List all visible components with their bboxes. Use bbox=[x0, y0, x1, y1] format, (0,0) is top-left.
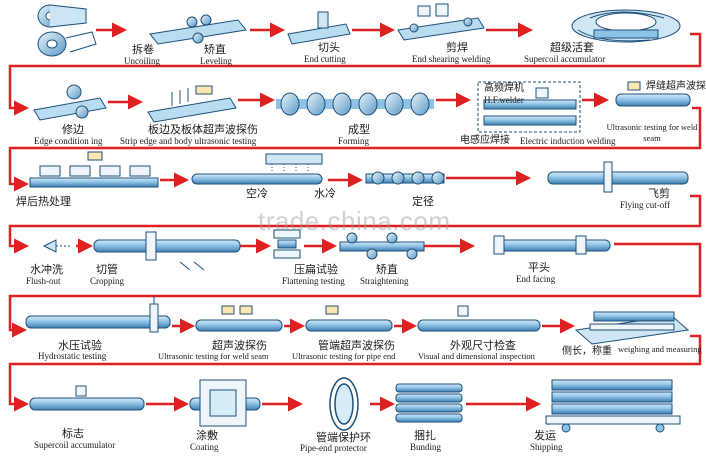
label-ut-weld-cn: 超声波探伤 bbox=[212, 339, 267, 352]
label-end-facing-en: End facing bbox=[516, 274, 556, 284]
accumulator-illustration bbox=[571, 9, 681, 43]
label-air-cooling-cn: 空冷 bbox=[246, 187, 268, 200]
ut-weld-illustration bbox=[195, 305, 283, 332]
weld-ut-illustration bbox=[615, 81, 691, 107]
label-pipe-end-protector-en: Pipe-end protector bbox=[300, 443, 367, 453]
coating-illustration bbox=[189, 379, 261, 427]
label-uncoiling-en: Uncoiling bbox=[124, 56, 160, 66]
cropping-illustration bbox=[93, 231, 241, 271]
label-cropping-en: Cropping bbox=[90, 276, 125, 286]
label-heat-treatment-cn: 焊后热处理 bbox=[16, 195, 71, 208]
watermark: trade.china.com bbox=[258, 206, 451, 236]
heat-treatment-illustration bbox=[29, 151, 159, 188]
label-shipping-en: Shipping bbox=[530, 442, 563, 452]
label-forming-cn: 成型 bbox=[348, 123, 370, 136]
label-uncoiling-cn: 拆卷 bbox=[132, 43, 154, 56]
label-flattening-cn: 压扁试验 bbox=[294, 263, 338, 276]
label-end-cutting-cn: 切头 bbox=[318, 41, 340, 54]
label-pipe-end-protector-cn: 管端保护环 bbox=[316, 431, 371, 444]
label-weld-ut-en: Ultrasonic testing for weld seam bbox=[606, 122, 698, 143]
label-accumulator-cn: 超级活套 bbox=[550, 41, 594, 54]
label-shear-welding-en: End shearing welding bbox=[412, 54, 491, 64]
flow-arrow bbox=[8, 106, 702, 192]
strip-ut-illustration bbox=[147, 85, 237, 123]
label-forming-en: Forming bbox=[338, 136, 370, 146]
label-coating-en: Coating bbox=[190, 442, 219, 452]
label-marking-en: Supercoil accumulator bbox=[34, 440, 116, 450]
label-visual-inspection-en: Visual and dimensional inspection bbox=[418, 351, 535, 361]
flattening-illustration bbox=[273, 229, 301, 259]
flow-arrow bbox=[8, 334, 702, 412]
label-end-facing-cn: 平头 bbox=[528, 261, 550, 274]
end-facing-illustration bbox=[493, 235, 611, 255]
sizing-illustration bbox=[365, 171, 445, 185]
edge-trim-illustration bbox=[33, 84, 107, 121]
uncoiling-illustration bbox=[37, 4, 97, 57]
label-flattening-en: Flattening testing bbox=[282, 276, 345, 286]
label-induction-en: Electric induction welding bbox=[520, 136, 616, 146]
label-ut-weld-en: Ultrasonic testing for weld seam bbox=[158, 351, 269, 361]
label-strip-ut-en: Strip edge and body ultrasonic testing bbox=[120, 136, 257, 146]
marking-illustration bbox=[29, 385, 145, 411]
label-flush-out-en: Flush-out bbox=[26, 276, 61, 286]
label-straightening-cn: 矫直 bbox=[376, 263, 398, 276]
label-flying-cutoff-en: Flying cut-off bbox=[620, 200, 671, 210]
label-edge-trim-en: Edge condition ing bbox=[34, 136, 103, 146]
flow-arrow bbox=[8, 242, 702, 338]
forming-illustration bbox=[276, 92, 434, 116]
label-bunding-en: Bunding bbox=[410, 442, 442, 452]
shear-welding-illustration bbox=[397, 3, 485, 41]
label-leveling-cn: 矫直 bbox=[204, 43, 226, 56]
label-flying-cutoff-cn: 飞剪 bbox=[648, 187, 670, 200]
label-marking-cn: 标志 bbox=[62, 427, 84, 440]
label-accumulator-en: Supercoil accumulator bbox=[524, 54, 606, 64]
label-shear-welding-cn: 剪焊 bbox=[446, 41, 468, 54]
label-water-cooling-cn: 水冷 bbox=[314, 187, 336, 200]
flush-out-illustration bbox=[42, 239, 72, 253]
hydrostatic-illustration bbox=[25, 296, 171, 333]
flow-arrows bbox=[8, 22, 702, 412]
label-coating-cn: 涂敷 bbox=[196, 429, 218, 442]
hf-welder-illustration bbox=[477, 81, 581, 133]
pipe-end-protector-illustration bbox=[329, 377, 359, 431]
end-cutting-illustration bbox=[287, 11, 351, 45]
label-induction-cn: 电感应焊接 bbox=[460, 135, 510, 146]
label-weighing-en: weighing and measuring bbox=[618, 344, 702, 354]
label-ut-end-en: Ultrasonic testing for pipe end bbox=[292, 351, 396, 361]
label-leveling-en: Leveling bbox=[200, 56, 232, 66]
label-strip-ut-cn: 板边及板体超声波探伤 bbox=[148, 123, 258, 136]
flow-arrow bbox=[8, 32, 702, 116]
flying-cutoff-illustration bbox=[547, 161, 689, 193]
label-hydrostatic-cn: 水压试验 bbox=[58, 339, 102, 352]
label-shipping-cn: 发运 bbox=[534, 429, 556, 442]
label-sizing-cn: 定径 bbox=[412, 195, 434, 208]
straightening-illustration bbox=[339, 232, 425, 260]
flow-arrow bbox=[8, 194, 702, 254]
label-ut-end-cn: 管端超声波探伤 bbox=[318, 339, 395, 352]
label-bunding-cn: 捆扎 bbox=[414, 429, 436, 442]
label-cropping-cn: 切管 bbox=[96, 263, 118, 276]
label-straightening-en: Straightening bbox=[360, 276, 409, 286]
weighing-illustration bbox=[574, 311, 690, 345]
label-hf-welder-en: H.F.welder bbox=[484, 95, 524, 105]
label-weighing-cn: 侧长，称重 bbox=[562, 346, 612, 357]
label-flush-out-cn: 水冲洗 bbox=[30, 263, 63, 276]
shipping-illustration bbox=[545, 379, 681, 433]
leveling-illustration bbox=[149, 14, 247, 45]
ut-end-illustration bbox=[305, 305, 393, 332]
label-hydrostatic-en: Hydrostatic testing bbox=[38, 351, 107, 361]
visual-inspection-illustration bbox=[417, 305, 541, 332]
air-water-cooling-illustration bbox=[191, 153, 323, 185]
bunding-illustration bbox=[395, 383, 463, 423]
label-end-cutting-en: End cutting bbox=[304, 54, 346, 64]
label-weld-ut-cn: 焊缝超声波探伤 bbox=[646, 81, 706, 92]
label-edge-trim-cn: 修边 bbox=[62, 123, 84, 136]
label-hf-welder-cn: 高频焊机 bbox=[484, 83, 524, 94]
label-visual-inspection-cn: 外观尺寸检查 bbox=[450, 339, 516, 352]
